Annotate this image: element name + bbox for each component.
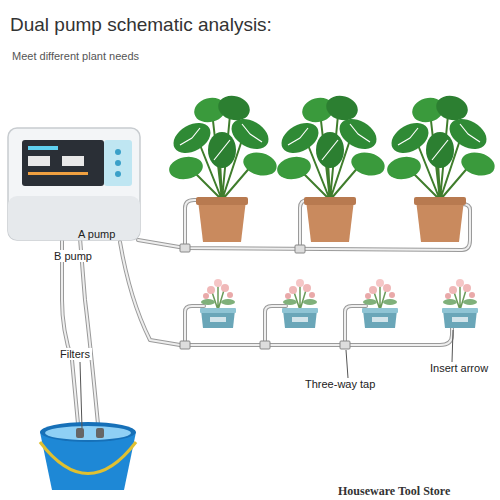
pump-label: A pump <box>76 228 117 240</box>
succulent-pot <box>282 279 318 328</box>
leader-lines <box>80 330 453 428</box>
part-label: Insert arrow <box>428 362 490 374</box>
monstera-pot <box>275 92 387 242</box>
subtitle: Meet different plant needs <box>12 50 139 62</box>
part-label: Filters <box>58 348 92 360</box>
three-way-taps <box>180 244 350 349</box>
watermark: Houseware Tool Store <box>338 484 450 499</box>
monstera-pot <box>385 92 497 242</box>
succulent-pot <box>362 279 398 328</box>
succulent-pot <box>200 279 236 328</box>
part-label: Three-way tap <box>305 378 375 390</box>
water-bucket <box>40 422 136 490</box>
succulent-pot <box>442 279 478 328</box>
controller-device <box>8 128 140 240</box>
diagram-title: Dual pump schematic analysis: <box>10 14 272 36</box>
pump-label: B pump <box>52 250 94 262</box>
monstera-pot <box>167 92 279 242</box>
